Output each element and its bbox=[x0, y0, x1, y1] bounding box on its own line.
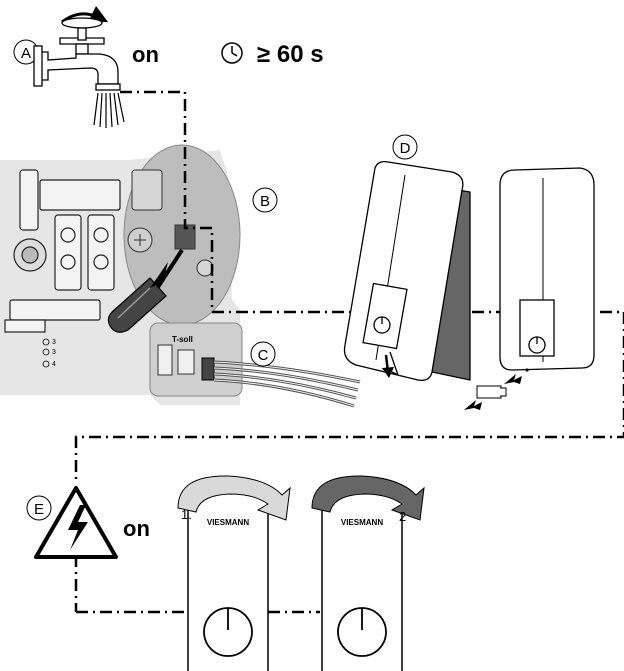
assembly-arrows bbox=[464, 368, 529, 410]
step-a-duration: ≥ 60 s bbox=[257, 41, 324, 68]
pin-label-3: 4 bbox=[52, 361, 56, 368]
rotate-arrow-light bbox=[177, 475, 291, 521]
step-a-on-label: on bbox=[132, 42, 159, 67]
step-e-on-label: on bbox=[123, 516, 150, 541]
heater-arrow-down bbox=[382, 354, 394, 378]
knob-panel-2-brand: VIESMANN bbox=[341, 518, 383, 527]
heater-internals-photo: 3 3 4 T-soll bbox=[0, 144, 361, 408]
knob-panel-1-brand: VIESMANN bbox=[207, 518, 249, 527]
knob-dial-2 bbox=[337, 607, 387, 657]
pin-label-1: 3 bbox=[52, 339, 56, 346]
step-b-letter: B bbox=[260, 193, 270, 210]
sensor-inset bbox=[149, 322, 243, 397]
step-d-letter: D bbox=[400, 140, 411, 157]
knob-panel-1-step: 1. bbox=[181, 507, 192, 522]
knob-panel-2-step: 2 bbox=[399, 509, 406, 524]
clock-icon bbox=[221, 42, 243, 64]
knob-panel-1: 1. VIESMANN bbox=[177, 475, 291, 671]
terminal-labels: 3 3 4 bbox=[42, 338, 56, 368]
step-d: D bbox=[343, 134, 595, 410]
step-e-letter: E bbox=[34, 501, 44, 518]
step-a-letter: A bbox=[21, 45, 31, 62]
step-d-marker bbox=[392, 134, 418, 160]
step-a: A on bbox=[13, 5, 324, 128]
step-e: E on bbox=[26, 486, 150, 559]
water-stream bbox=[93, 92, 125, 128]
knob-panel-2: 2 VIESMANN bbox=[311, 475, 425, 671]
connector-plug bbox=[476, 385, 507, 399]
step-e-marker bbox=[26, 495, 52, 521]
rotate-arrow-dark bbox=[311, 475, 425, 521]
connection-path bbox=[74, 90, 624, 614]
sensor-label: T-soll bbox=[172, 335, 193, 344]
step-c-letter: C bbox=[258, 347, 269, 364]
high-voltage-icon bbox=[34, 486, 118, 559]
knob-dial-1 bbox=[203, 607, 253, 657]
step-c-marker bbox=[250, 341, 276, 367]
pin-label-2: 3 bbox=[52, 349, 56, 356]
screwdriver-icon bbox=[107, 248, 184, 333]
heater-closed bbox=[499, 167, 595, 371]
step-b-marker bbox=[252, 187, 278, 213]
water-tap-icon bbox=[33, 5, 121, 91]
heater-open bbox=[343, 160, 471, 381]
